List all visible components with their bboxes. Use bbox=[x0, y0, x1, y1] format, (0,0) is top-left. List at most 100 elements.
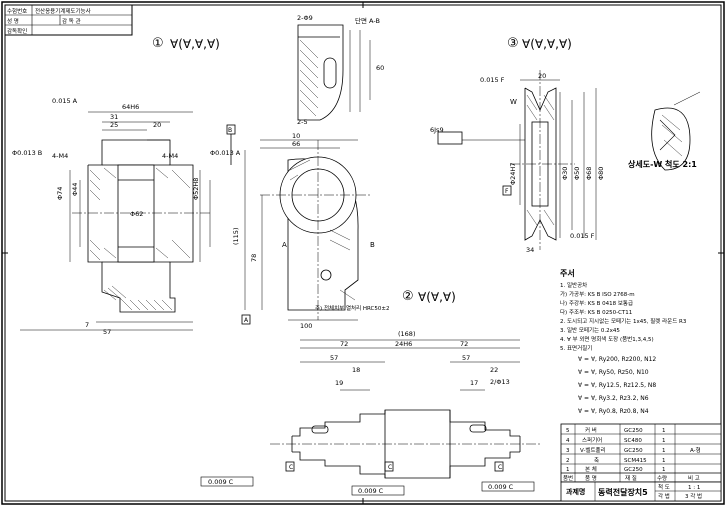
dim-20-pulley: 20 bbox=[538, 72, 546, 80]
part-4-no: 4 bbox=[566, 438, 570, 444]
dim-19: 19 bbox=[335, 379, 343, 387]
dim-18: 18 bbox=[352, 366, 360, 374]
scale-value: 1 : 1 bbox=[688, 485, 700, 491]
heat-treat-note: 주) 전체치부 열처리 HRC50±2 bbox=[315, 304, 390, 312]
title-label: 과제명 bbox=[566, 487, 585, 496]
part-1-material: GC250 bbox=[624, 467, 643, 473]
dim-24h7: Φ24H7 bbox=[509, 163, 517, 185]
part-4-material: SC480 bbox=[624, 438, 642, 444]
dim-52h8: Φ52H8 bbox=[192, 178, 200, 200]
part-5-material: GC250 bbox=[624, 428, 643, 434]
part-5-no: 5 bbox=[566, 428, 570, 434]
note-line-5: 2. 도시되고 지시없는 모떼기는 1x45, 필렛 라운드 R3 bbox=[560, 317, 687, 325]
header-label-supervisor: 감 독 관 bbox=[62, 17, 81, 25]
part-3-name: V-벨트풀리 bbox=[580, 446, 606, 454]
part-1-name: 본 체 bbox=[585, 465, 597, 473]
dim-64h6: 64H6 bbox=[122, 103, 139, 111]
view-3-pulley: ③ ∀(∀,∀,∀) bbox=[437, 36, 701, 250]
part-1-qty: 1 bbox=[662, 467, 666, 473]
part-3-no: 3 bbox=[566, 448, 570, 454]
dim-57-shaft: 57 bbox=[330, 354, 338, 362]
dim-0013a: Φ0.013 A bbox=[210, 149, 241, 157]
dim-68: Φ68 bbox=[585, 167, 593, 180]
datum-c-2: C bbox=[388, 464, 392, 471]
note-line-3: 나) 주강부: KS B 0418 보통급 bbox=[560, 299, 633, 307]
parts-header-no: 품번 bbox=[563, 474, 573, 482]
finish-line-2: ∀ = ∀, Ry50, Rz50, N10 bbox=[578, 369, 649, 376]
dim-2-5: 2-5 bbox=[297, 118, 308, 126]
dim-4m4-left: 4-M4 bbox=[52, 152, 68, 160]
part-4-qty: 1 bbox=[662, 438, 666, 444]
parts-header-qty: 수량 bbox=[657, 475, 667, 482]
detail-w-label: 상세도-W 척도 2:1 bbox=[628, 159, 697, 169]
view-1-finish-symbol: ∀(∀,∀,∀) bbox=[170, 37, 220, 51]
finish-line-4: ∀ = ∀, Ry3.2, Rz3.2, N6 bbox=[578, 395, 649, 402]
datum-c-3: C bbox=[498, 464, 502, 471]
cut-b-label: B bbox=[370, 241, 375, 249]
dim-34: 34 bbox=[526, 246, 534, 254]
notes-block: 주서 1. 일반공차 가) 가공부: KS B ISO 2768-m 나) 주강… bbox=[560, 268, 687, 415]
dim-0013b: Φ0.013 B bbox=[12, 149, 42, 157]
part-4-name: 스퍼기어 bbox=[582, 436, 602, 444]
dim-44: Φ44 bbox=[71, 183, 79, 196]
title-block: 과제명 동력전달장치5 척 도 1 : 1 각 법 3 각 법 bbox=[560, 481, 722, 502]
dim-72-right: 72 bbox=[460, 340, 468, 348]
dim-78: 78 bbox=[250, 254, 258, 262]
finish-line-3: ∀ = ∀, Ry12.5, Rz12.5, N8 bbox=[578, 382, 656, 389]
section-ab-dims: 2-Φ9 단면 A-B 60 2-5 bbox=[297, 14, 384, 126]
view-2-finish-symbol: ∀(∀,∀) bbox=[418, 290, 456, 304]
method-label: 각 법 bbox=[658, 492, 670, 500]
finish-line-5: ∀ = ∀, Ry0.8, Rz0.8, N4 bbox=[578, 408, 649, 415]
dim-22: 22 bbox=[490, 366, 498, 374]
dim-74: Φ74 bbox=[56, 187, 64, 200]
note-line-4: 다) 주조부: KS B 0250-CT11 bbox=[560, 308, 632, 316]
dim-30: Φ30 bbox=[561, 167, 569, 180]
scale-label: 척 도 bbox=[658, 483, 670, 491]
dim-0015a: 0.015 A bbox=[52, 97, 78, 105]
dim-168: (168) bbox=[398, 330, 415, 338]
dim-6js9: 6Js9 bbox=[430, 126, 444, 134]
dim-80: Φ80 bbox=[597, 167, 605, 180]
part-3-material: GC250 bbox=[624, 448, 643, 454]
note-line-6: 3. 일반 모떼기는 0.2x45 bbox=[560, 326, 620, 334]
dim-2-9: 2-Φ9 bbox=[297, 14, 313, 22]
header-box: 수험번호 전산응용기계제도기능사 성 명 감 독 관 감독확인 bbox=[4, 4, 133, 36]
dim-24h6: 24H6 bbox=[395, 340, 412, 348]
dim-66: 66 bbox=[292, 140, 300, 148]
dim-72-left: 72 bbox=[340, 340, 348, 348]
note-line-7: 4. ∀ 부 외면 명회색 도장 (품번1,3,4,5) bbox=[560, 335, 654, 343]
dim-20: 20 bbox=[153, 121, 161, 129]
part-5-name: 커 버 bbox=[585, 426, 597, 434]
view-1-side-dims: 10 66 100 (115) 78 A B bbox=[232, 132, 375, 330]
header-label-exam-no: 수험번호 bbox=[7, 7, 27, 15]
note-line-1: 1. 일반공차 bbox=[560, 281, 587, 289]
cut-a-label: A bbox=[282, 241, 287, 249]
view-2-number: ② bbox=[402, 289, 414, 304]
header-label-confirm: 감독확인 bbox=[7, 27, 27, 35]
dim-7: 7 bbox=[85, 321, 89, 329]
view-1-number: ① bbox=[152, 36, 164, 51]
title-name: 동력전달장치5 bbox=[598, 487, 648, 497]
note-line-2: 가) 가공부: KS B ISO 2768-m bbox=[560, 290, 635, 298]
part-3-note: A-형 bbox=[690, 447, 701, 454]
dim-57: 57 bbox=[103, 328, 111, 336]
datum-b: B bbox=[228, 127, 232, 134]
dim-0015f-bottom: 0.015 F bbox=[570, 232, 595, 240]
dim-0009-c: 0.009 C bbox=[488, 483, 514, 491]
parts-header-note: 비 고 bbox=[688, 474, 700, 482]
section-ab-view bbox=[297, 24, 371, 121]
dim-100: 100 bbox=[300, 322, 312, 330]
parts-list: 5 커 버 GC250 1 4 스퍼기어 SC480 1 3 V-벨트풀리 GC… bbox=[560, 423, 722, 483]
header-exam-name: 전산응용기계제도기능사 bbox=[35, 7, 91, 15]
view-1-dims: 64H6 31 25 20 0.015 A Φ0.013 B Φ0.013 A … bbox=[12, 97, 249, 336]
dim-50: Φ50 bbox=[573, 167, 581, 180]
dim-57-shaft-right: 57 bbox=[462, 354, 470, 362]
parts-header-material: 재 질 bbox=[625, 474, 637, 482]
part-1-no: 1 bbox=[566, 467, 570, 473]
dim-62: Φ62 bbox=[130, 210, 143, 218]
view-1-body: ① ∀(∀,∀,∀) bbox=[20, 36, 251, 331]
view-3-dims: 0.015 F 20 6Js9 Φ30 Φ50 Φ68 Φ80 Φ24H7 34… bbox=[430, 72, 697, 254]
dim-17: 17 bbox=[470, 379, 478, 387]
part-5-qty: 1 bbox=[662, 428, 666, 434]
